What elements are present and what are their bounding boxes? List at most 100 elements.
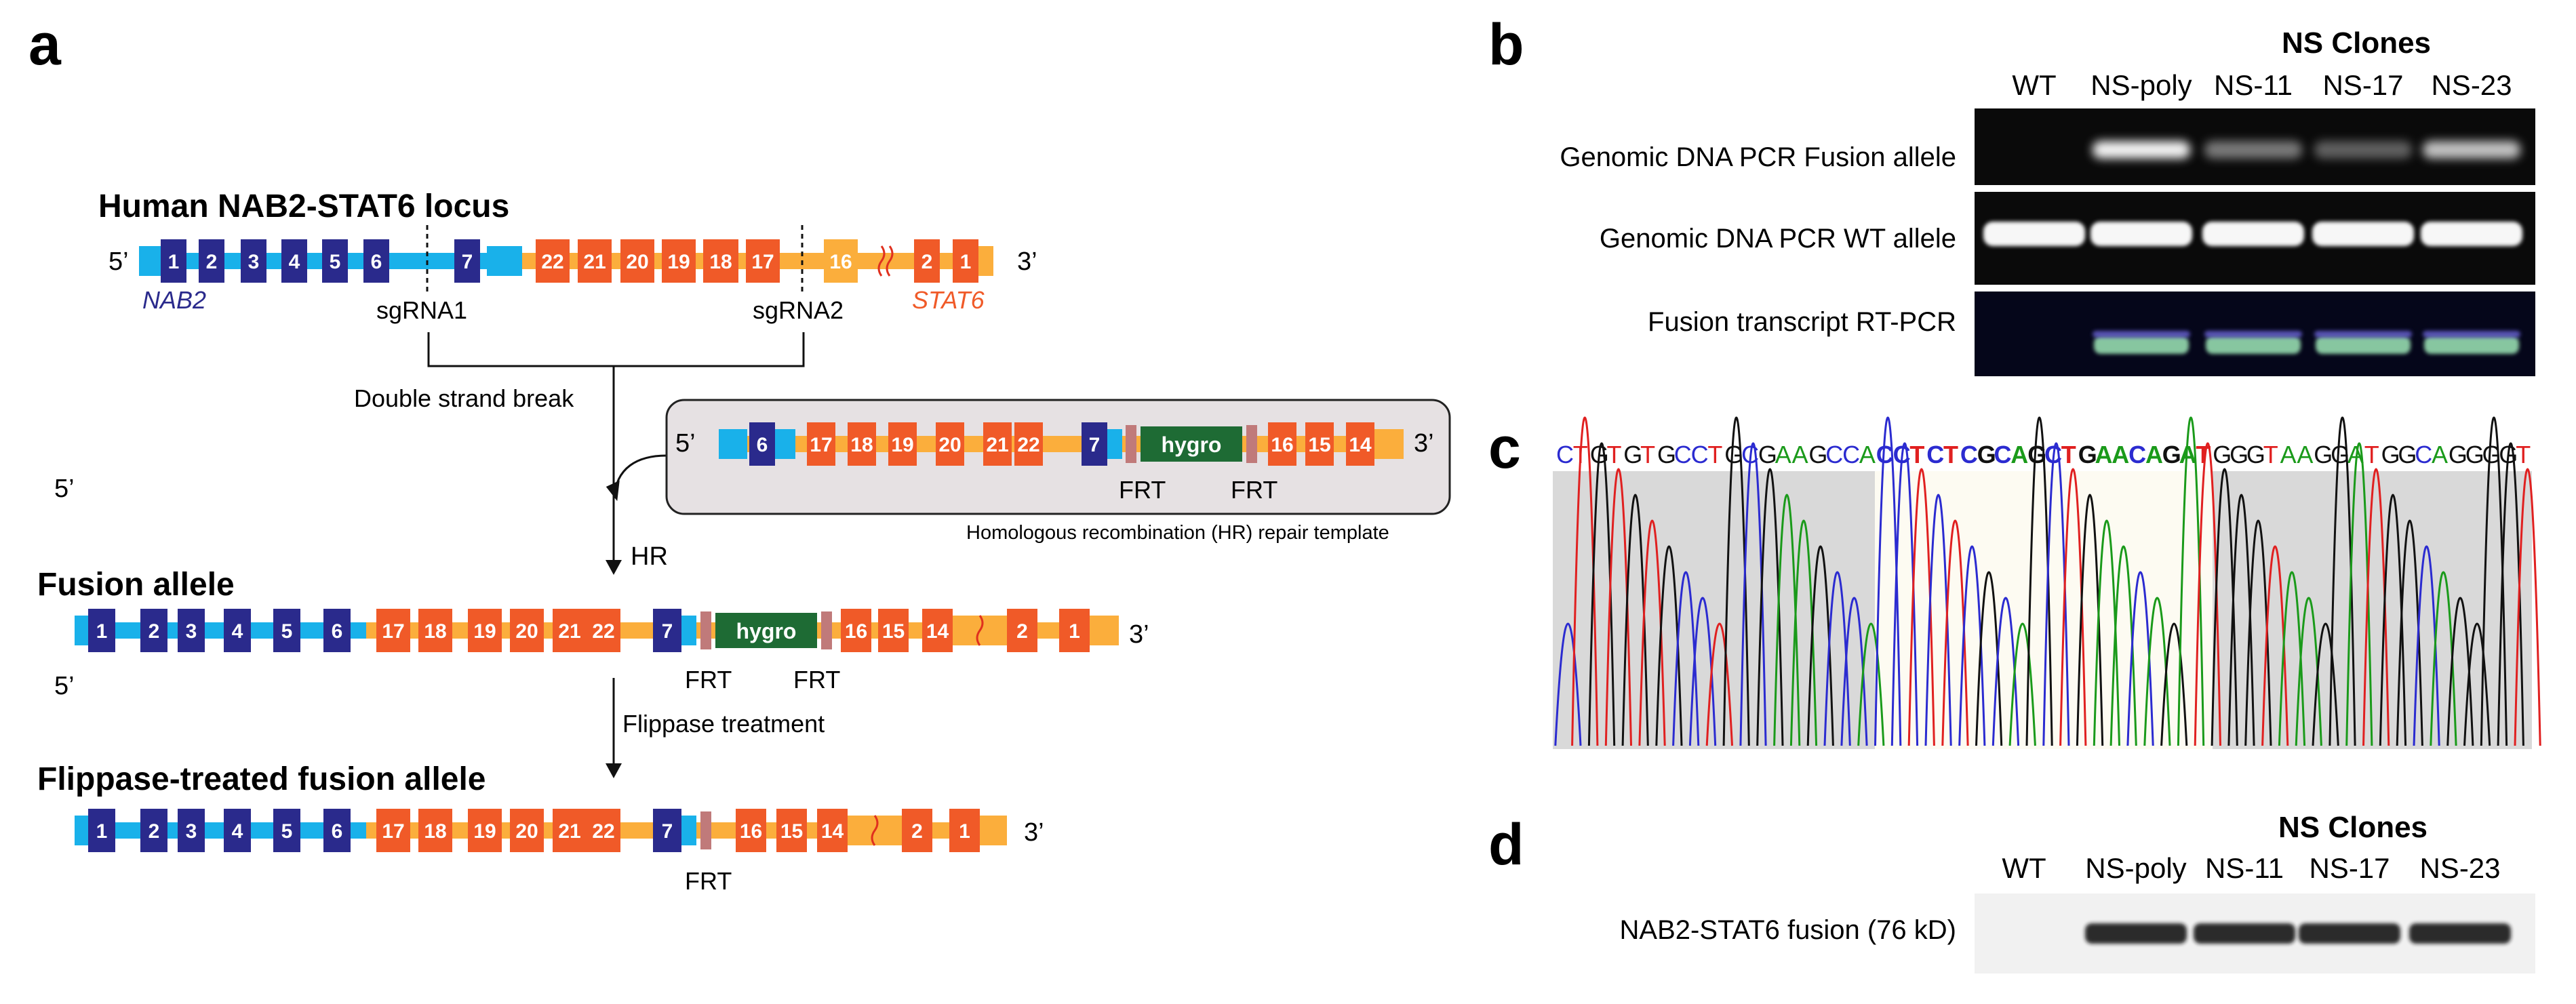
panel-d-lane-4: NS-23 [2419,852,2500,884]
template_exons-exon-8 [1268,422,1296,466]
sgrna1-label: sgRNA1 [376,296,467,324]
band-wt-lane-2 [2202,222,2304,246]
fusion_exons-exon-10 [553,609,587,652]
fusion_exons-exon-7 [418,609,452,652]
template_exons-exon-label-4: 20 [938,434,961,456]
hr-label: HR [631,542,668,571]
flip_exons-exon-1 [140,809,167,852]
locus_exons-exon-1 [199,239,224,283]
fusion-frt-site-2 [821,611,832,649]
flippase-allele-title: Flippase-treated fusion allele [37,761,486,797]
panel-b-bands [1983,141,2522,354]
flip_exons-exon-14 [776,809,807,852]
panel-b-letter: b [1488,12,1524,77]
flip_exons-exon-label-4: 5 [281,820,293,843]
sequence-base-54: G [2465,441,2484,468]
flip_exons-exon-label-10: 21 [558,820,580,843]
trace-peak-9 [1705,622,1733,746]
template_exons-exon-1 [807,422,835,466]
locus-title: Human NAB2-STAT6 locus [98,188,509,224]
sequence-base-25: G [1977,441,1996,468]
band-wt-lane-1 [2090,222,2192,246]
fusion_exons-exon-16 [1007,609,1037,652]
fusion_exons-exon-label-3: 4 [232,620,243,643]
sequence-base-39: G [2213,441,2232,468]
locus_exons-exon-label-0: 1 [168,251,180,273]
flip_exons-exon-6 [376,809,410,852]
sequence-base-53: G [2449,441,2468,468]
template_exons-exon-2 [848,422,876,466]
band-rt-edge-lane-2 [2204,331,2302,338]
sequence-base-17: C [1842,441,1860,468]
locus_exons-exon-3 [281,239,307,283]
panel-d-lane-2: NS-11 [2205,852,2284,884]
fusion-three-prime: 3’ [1129,620,1149,649]
template_exons-exon-label-7: 7 [1089,434,1101,456]
template_exons-exon-3 [888,422,917,466]
sequence-base-32: A [2095,441,2113,468]
template-nab2-utr [775,429,795,459]
trace-peak-57 [2514,468,2541,746]
western-band-lane-4 [2409,923,2511,944]
band-wt-lane-4 [2421,222,2522,246]
flip_exons-exon-label-14: 15 [780,820,803,843]
template_exons-exon-label-0: 6 [757,434,768,456]
sequence-base-21: T [1909,441,1924,468]
locus_exons-exon-label-8: 21 [583,251,606,273]
fusion_exons-exon-label-11: 22 [592,620,614,643]
template_exons-exon-7 [1082,422,1107,466]
flip_exons-exon-8 [468,809,502,852]
dsb-label: Double strand break [354,384,574,412]
fusion_exons-exon-label-1: 2 [148,620,160,643]
template-frt-2: FRT [1231,476,1277,504]
template_exons-exon-0 [749,422,775,466]
sequence-base-23: T [1943,441,1958,468]
sequence-base-15: G [1808,441,1827,468]
flip_exons-exon-label-6: 17 [382,820,404,843]
sequence-base-7: C [1674,441,1692,468]
flip_exons-exon-17 [949,809,980,852]
panel-d-bands [2085,923,2511,944]
band-rt-edge-lane-4 [2423,331,2520,338]
locus_exons-break-mark-18 [877,245,886,277]
flip_exons-break-mark-22 [871,815,879,846]
band-wt-lane-0 [1983,222,2085,246]
template-arrow-line [613,454,667,499]
fusion_exons-exon-label-5: 6 [332,620,343,643]
sequence-base-41: G [2246,441,2265,468]
template-five-prime: 5’ [675,429,696,458]
fusion-frt-2: FRT [793,666,840,694]
flip_exons-exon-label-15: 14 [821,820,844,843]
locus_exons-exon-label-14: 2 [922,251,933,273]
western-band-lane-2 [2194,923,2295,944]
trace-peak-45 [2312,622,2339,746]
fusion_exons-exon-label-8: 19 [473,620,496,643]
flip-stat6-utr [980,816,1007,845]
flip_exons-exon-11 [587,809,620,852]
template_exons-exon-label-3: 19 [891,434,913,456]
sequence-base-3: T [1607,441,1622,468]
template-three-prime: 3’ [1414,429,1434,458]
trace-peak-54 [2463,622,2491,746]
sequence-base-40: G [2230,441,2248,468]
trace-peak-27 [2008,622,2036,746]
template_exons-hygro-cassette [1141,426,1242,462]
sgrna-bracket [427,332,805,367]
sequence-base-42: T [2263,441,2278,468]
template_exons-exon-label-6: 22 [1017,434,1039,456]
locus-three-prime: 3’ [1017,247,1037,276]
template_exons-exon-label-9: 15 [1308,434,1330,456]
fusion_exons-exon-2 [178,609,205,652]
fusion_exons-exon-label-12: 7 [662,620,673,643]
sequence-base-36: G [2162,441,2181,468]
locus_exons-exon-6 [454,239,480,283]
locus_exons-exon-14 [914,239,940,283]
template-frt-1: FRT [1119,476,1166,504]
panel-b-row-label-0: Genomic DNA PCR Fusion allele [1560,142,1956,172]
sequence-base-34: C [2128,441,2146,468]
template_exons-exon-label-5: 21 [986,434,1008,456]
trace-peak-36 [2160,622,2188,746]
flip_exons-exon-label-12: 7 [662,820,673,843]
